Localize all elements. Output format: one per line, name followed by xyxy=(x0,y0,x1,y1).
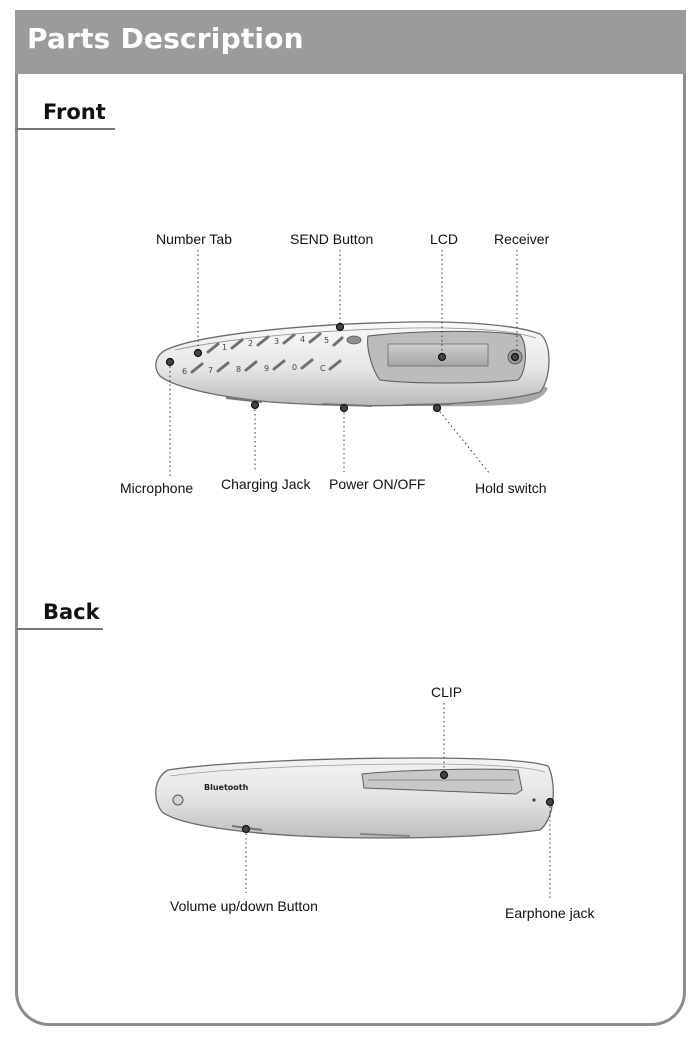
front-device: 1 2 3 4 5 6 7 8 9 0 C xyxy=(156,322,549,406)
back-device: Bluetooth xyxy=(156,758,554,838)
key-1: 1 xyxy=(222,343,227,352)
key-4: 4 xyxy=(300,335,305,344)
key-7: 7 xyxy=(208,366,213,375)
key-3: 3 xyxy=(274,337,279,346)
key-c: C xyxy=(320,364,326,373)
key-0: 0 xyxy=(292,363,297,372)
key-5: 5 xyxy=(324,336,329,345)
bluetooth-mark: Bluetooth xyxy=(204,783,249,792)
key-8: 8 xyxy=(236,365,241,374)
lcd-screen xyxy=(388,344,488,366)
key-2: 2 xyxy=(248,339,253,348)
key-9: 9 xyxy=(264,364,269,373)
key-6: 6 xyxy=(182,367,187,376)
